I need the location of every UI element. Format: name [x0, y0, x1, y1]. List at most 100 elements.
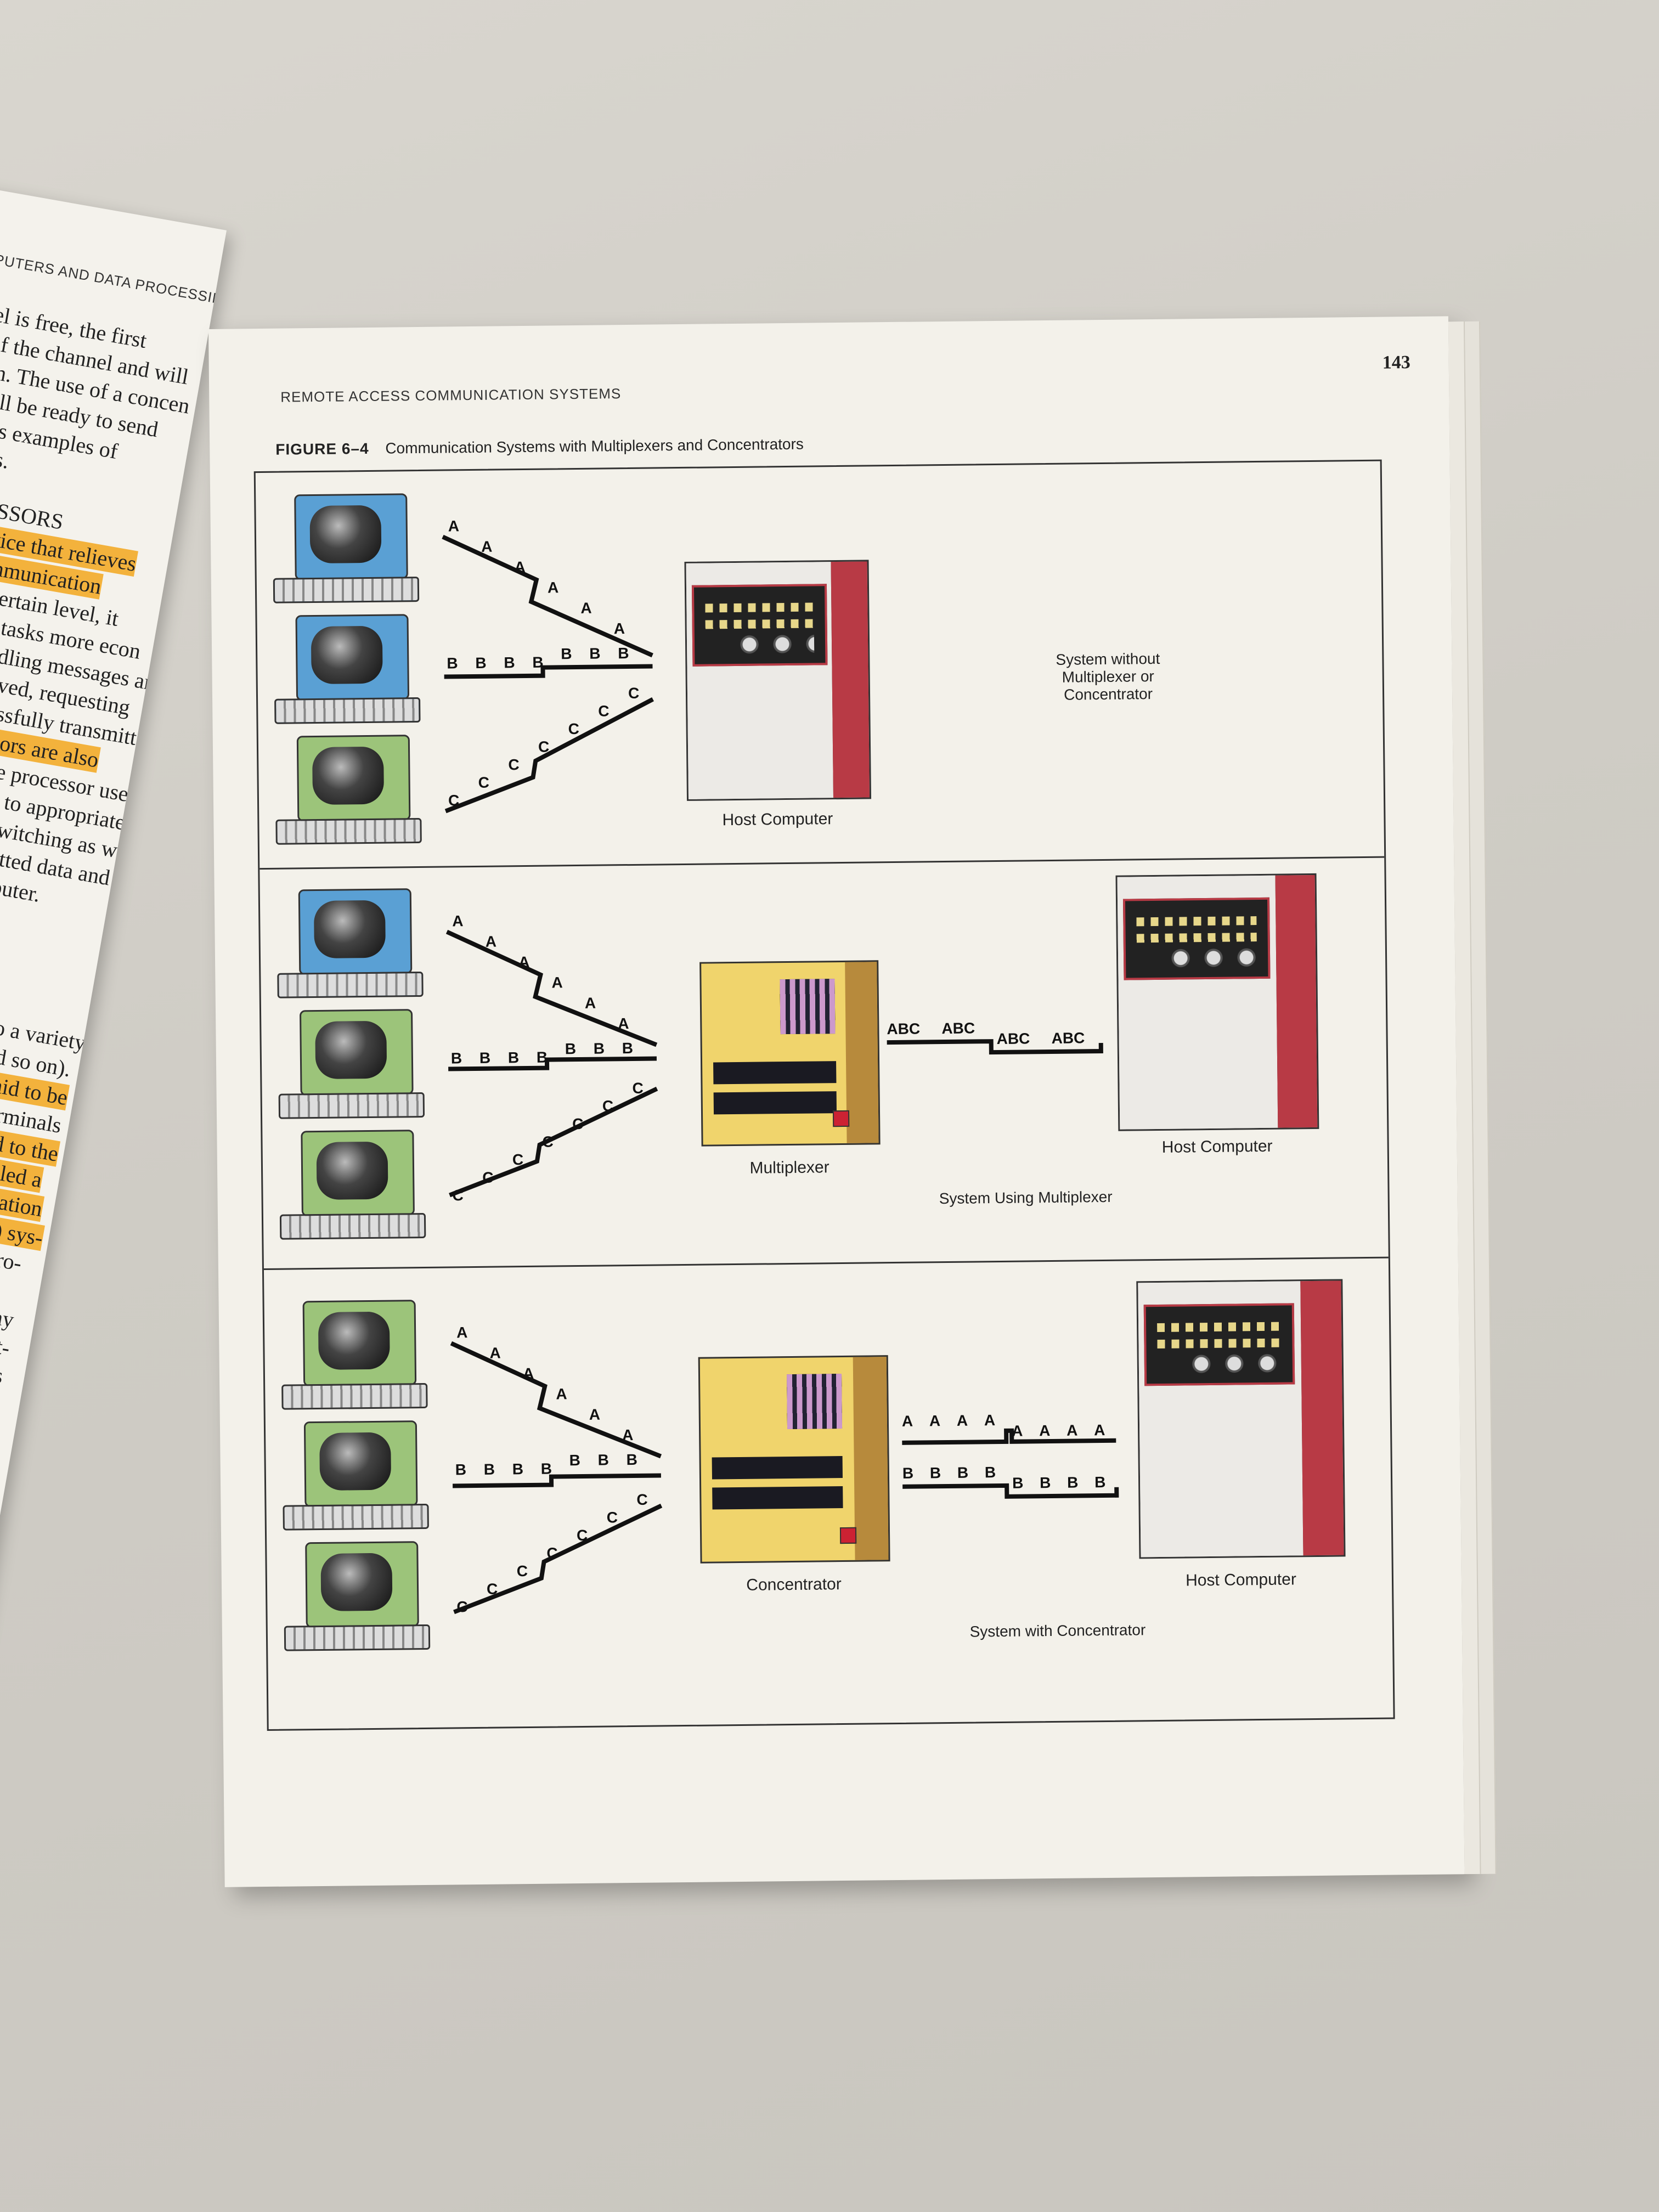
stream-letter: B — [569, 1452, 580, 1469]
stream-a-line — [442, 534, 653, 658]
stream-letter: A — [1012, 1423, 1023, 1440]
host-computer — [684, 560, 872, 801]
stream-letter: C — [452, 1187, 464, 1204]
stream-letter: B — [902, 1465, 914, 1482]
host-computer-label: Host Computer — [722, 810, 833, 830]
panel3-caption: System with Concentrator — [969, 1621, 1146, 1640]
stream-letter: B — [508, 1049, 520, 1066]
stream-letter: B — [537, 1049, 548, 1066]
stream-letter: C — [607, 1509, 618, 1526]
stream-letter: A — [551, 974, 563, 991]
stream-letter: B — [512, 1460, 524, 1477]
stream-letter: A — [585, 995, 596, 1012]
stream-letter: ABC — [941, 1019, 975, 1037]
stream-letter: B — [622, 1040, 634, 1057]
stream-letter: A — [448, 517, 460, 534]
stream-letter: A — [523, 1365, 534, 1382]
stream-letter: B — [1094, 1474, 1106, 1491]
figure-caption: FIGURE 6–4 Communication Systems with Mu… — [275, 436, 804, 459]
host-computer-label: Host Computer — [1185, 1570, 1297, 1590]
stream-letter: C — [632, 1080, 644, 1097]
stream-letter: A — [486, 933, 497, 950]
concentrator-label: Concentrator — [746, 1575, 842, 1594]
stream-letter: C — [546, 1544, 558, 1561]
stream-letter: C — [568, 720, 580, 737]
stream-letter: A — [618, 1015, 629, 1032]
stream-letter: B — [479, 1049, 491, 1066]
stream-letter: C — [512, 1151, 524, 1168]
multiplexer — [699, 960, 881, 1147]
stream-letter: B — [1040, 1474, 1051, 1491]
stream-letter: A — [452, 912, 464, 929]
stream-letter: A — [929, 1412, 941, 1429]
stream-letter: B — [561, 645, 572, 662]
stream-letter: B — [455, 1461, 467, 1478]
stream-letter: C — [598, 702, 610, 719]
stream-letter: ABC — [996, 1030, 1030, 1047]
caption-line: Multiplexer or — [1062, 667, 1154, 686]
terminal-group — [281, 1299, 460, 1663]
host-computer-label: Host Computer — [1161, 1137, 1273, 1156]
left-text-line: work's main frames may — [0, 1271, 16, 1333]
stream-letter: B — [985, 1464, 996, 1481]
stream-letter: C — [628, 685, 640, 702]
stream-letter: B — [475, 654, 487, 672]
stream-letter: B — [1012, 1475, 1024, 1492]
host-computer — [1115, 873, 1319, 1131]
stream-letter: A — [1094, 1421, 1105, 1438]
stream-letter: C — [508, 756, 520, 773]
caption-line: Concentrator — [1063, 685, 1153, 703]
stream-letter: B — [532, 654, 544, 671]
stream-letter: B — [930, 1464, 941, 1481]
stream-letter: A — [614, 620, 625, 637]
stream-letter: A — [548, 579, 559, 596]
panel1-caption: System without Multiplexer or Concentrat… — [1025, 650, 1190, 704]
stream-letter: ABC — [887, 1020, 920, 1037]
stream-letter: B — [957, 1464, 969, 1481]
panel2-caption: System Using Multiplexer — [939, 1188, 1113, 1207]
stream-letter: C — [487, 1581, 498, 1598]
stream-letter: C — [602, 1097, 614, 1114]
stream-letter: A — [957, 1412, 968, 1429]
terminal-c — [283, 1541, 438, 1652]
stream-letter: A — [456, 1324, 468, 1341]
stream-letter: B — [565, 1040, 577, 1057]
stream-letter: B — [451, 1049, 462, 1066]
stream-letter: B — [594, 1040, 605, 1057]
terminal-c — [279, 1130, 433, 1241]
stream-letter: C — [478, 774, 490, 791]
stream-letter: A — [622, 1426, 634, 1443]
stream-letter: C — [448, 792, 460, 809]
figure-label: FIGURE 6–4 — [275, 439, 369, 458]
stream-letter: C — [456, 1598, 468, 1615]
right-page: REMOTE ACCESS COMMUNICATION SYSTEMS 143 … — [208, 316, 1497, 1887]
stream-letter: B — [447, 654, 458, 672]
stream-letter: B — [541, 1460, 552, 1477]
stream-letter: A — [1066, 1422, 1078, 1439]
stream-letter: B — [618, 645, 629, 662]
terminal-group — [276, 888, 456, 1251]
stream-letter: A — [1039, 1422, 1051, 1439]
stream-letter: A — [514, 558, 526, 575]
concentrator — [698, 1355, 890, 1564]
stream-letter: C — [538, 738, 550, 755]
left-running-head: MPUTERS AND DATA PROCESSING S — [0, 249, 227, 312]
stream-letter: A — [580, 600, 592, 617]
terminal-group — [272, 493, 452, 856]
stream-letter: A — [902, 1413, 913, 1430]
stream-letter: A — [589, 1406, 601, 1423]
stream-letter: B — [589, 645, 601, 662]
stream-letter: B — [626, 1451, 637, 1468]
stream-letter: C — [482, 1169, 494, 1186]
multiplexer-label: Multiplexer — [749, 1158, 830, 1177]
stream-letter: A — [984, 1412, 996, 1429]
stream-letter: C — [636, 1491, 648, 1508]
terminal-b — [273, 614, 428, 725]
stream-letter: A — [556, 1385, 567, 1402]
